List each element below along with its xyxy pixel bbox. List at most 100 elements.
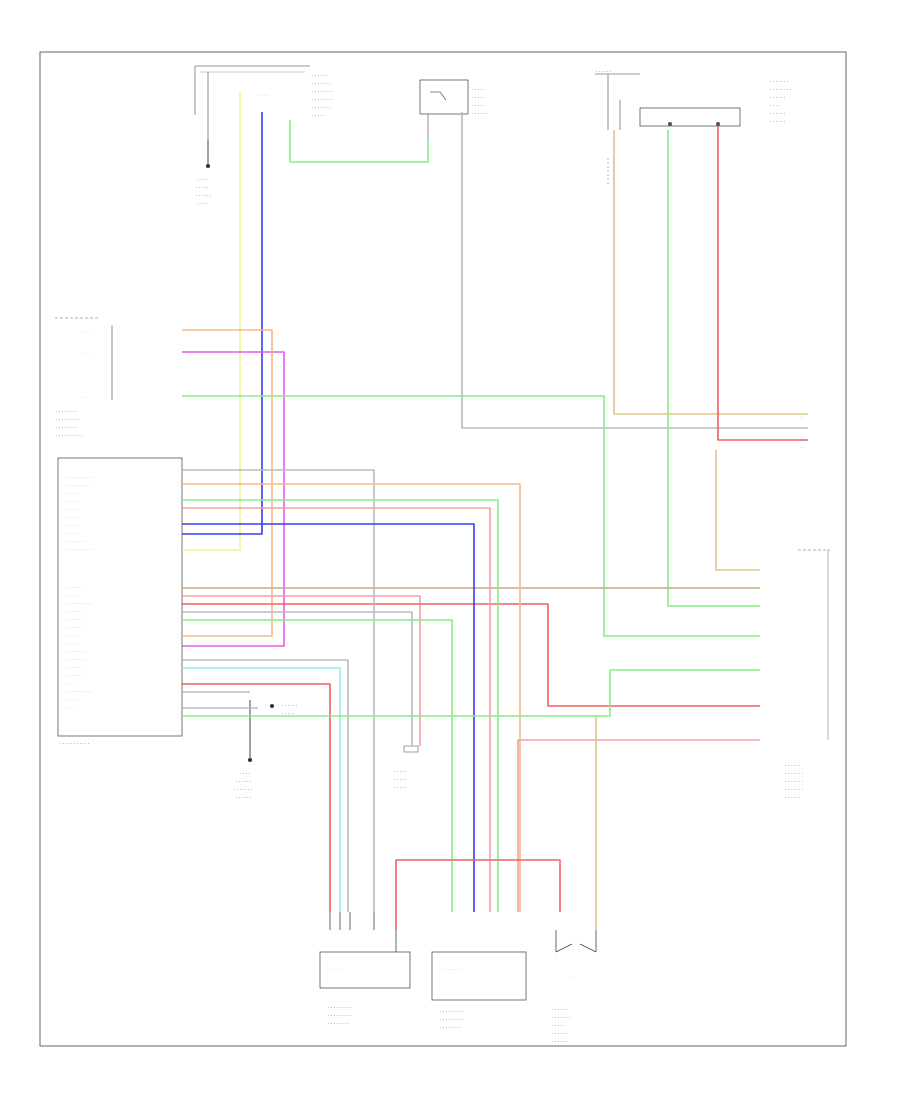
control-panel-box: . . . . . . . . . . . . . . . . . . . . … xyxy=(57,457,183,746)
svg-text:. . . .: . . . . xyxy=(198,200,208,206)
svg-text:. . . . . . . . .: . . . . . . . . . xyxy=(440,1008,464,1014)
svg-text:. . . . . . . .: . . . . . . . . xyxy=(66,624,83,629)
svg-text:. . .: . . . xyxy=(568,974,574,979)
svg-text:. . . . . .: . . . . . . xyxy=(552,1030,567,1036)
wire-light-green-24 xyxy=(182,669,760,717)
svg-text:. . . . . .: . . . . . . xyxy=(785,762,800,768)
panel-ground-icon: . . . . . . . . . . . . . . . . . . . . … xyxy=(234,700,297,800)
wire-layer xyxy=(182,92,808,930)
wire-light-green-17 xyxy=(182,499,499,912)
wire-violet-3 xyxy=(182,351,285,647)
svg-text:. . . . . .: . . . . . . xyxy=(66,490,78,495)
svg-text:. . . . . .: . . . . . . xyxy=(282,702,297,708)
svg-text:. . . . . . . . .: . . . . . . . . . xyxy=(440,1016,464,1022)
svg-text:. . . . . .: . . . . . . xyxy=(596,68,611,74)
svg-text:. . . . . .: . . . . . . xyxy=(66,506,78,511)
diagram-frame xyxy=(39,51,847,1047)
wire-gray-21 xyxy=(182,659,349,912)
svg-text:. . .: . . . xyxy=(84,350,90,355)
svg-text:. . . . .: . . . . . xyxy=(552,1022,565,1028)
svg-text:. . . . . .: . . . . . . xyxy=(236,794,251,800)
svg-text:. . . . . . . . .: . . . . . . . . . xyxy=(66,656,85,661)
svg-text:. . . . . .: . . . . . . xyxy=(770,110,785,116)
svg-text:. . . . . .: . . . . . . xyxy=(770,94,785,100)
svg-text:. . . . . . . . .: . . . . . . . . . xyxy=(56,416,80,422)
svg-text:. .: . . xyxy=(800,434,803,439)
svg-text:. . . . . . . . . . .: . . . . . . . . . . . xyxy=(66,482,89,487)
svg-text:. . . . . .: . . . . . . xyxy=(472,110,487,116)
mode-actuator-connector: . . . . . . . . . . . . . . . . . . . . … xyxy=(319,951,411,1026)
wire-blue-2 xyxy=(182,112,263,535)
svg-text:. . . .: . . . . xyxy=(240,770,250,776)
wire-orange-4 xyxy=(182,329,273,637)
svg-text:. . . . . . .: . . . . . . . xyxy=(770,78,788,84)
left-module-connector: . . . . . . . . . . . . . . . . . . . . … xyxy=(55,317,113,438)
svg-text:. .: . . xyxy=(84,394,87,399)
sensor-connector: . . . . . . . . . . . . . . . xyxy=(394,745,419,790)
wire-light-green-5 xyxy=(289,120,429,163)
svg-text:. . . . . . .: . . . . . . . xyxy=(66,608,80,613)
svg-text:. . . . . . . . . .: . . . . . . . . . . xyxy=(56,432,82,438)
svg-text:. . . . . . . . . . . .: . . . . . . . . . . . . xyxy=(66,600,92,605)
svg-text:. . . . . .: . . . . . . xyxy=(196,192,211,198)
svg-text:. . . . . .: . . . . . . xyxy=(66,514,78,519)
svg-text:. . . . .: . . . . . xyxy=(196,184,209,190)
svg-text:. . . . . .: . . . . . . xyxy=(312,72,327,78)
wire-red-14 xyxy=(182,603,760,707)
wire-pink-18 xyxy=(182,507,491,912)
relay-icon: . . . . . . . . . . . . . . . . . . . . … xyxy=(419,79,487,140)
svg-text:. .: . . xyxy=(800,424,803,429)
connector-icon xyxy=(329,912,397,952)
wire-pink-26 xyxy=(517,739,760,912)
svg-text:. . . . . . . .: . . . . . . . . xyxy=(66,672,83,677)
wire-light-green-6 xyxy=(182,395,760,637)
svg-text:. . . . . . . .: . . . . . . . . xyxy=(770,86,791,92)
svg-text:. . . . . .: . . . . . . xyxy=(66,640,78,645)
svg-text:. . . . . .: . . . . . . xyxy=(66,522,78,527)
wire-orange-16 xyxy=(182,483,521,912)
svg-text:. . . . . .: . . . . . . xyxy=(770,118,785,124)
wire-tan-8 xyxy=(613,130,808,415)
svg-text:. . . . . . . .: . . . . . . . . xyxy=(328,1020,349,1026)
svg-text:. . .: . . . xyxy=(84,328,90,333)
wire-gray-15 xyxy=(182,469,375,912)
svg-text:. . . . .: . . . . . xyxy=(394,776,407,782)
svg-text:. . . . . . . .: . . . . . . . . xyxy=(312,96,333,102)
svg-text:. . . . .: . . . . . xyxy=(472,94,485,100)
wire-red-23 xyxy=(182,683,331,912)
svg-text:. . . . . .: . . . . . . xyxy=(552,1038,567,1044)
svg-text:. .: . . xyxy=(800,444,803,449)
wire-gray-7 xyxy=(461,112,808,429)
svg-text:. . . . . . .: . . . . . . . xyxy=(234,786,252,792)
wire-light-green-11 xyxy=(667,130,760,607)
svg-text:. . . . . .: . . . . . . xyxy=(236,778,251,784)
wire-red-9 xyxy=(717,126,808,441)
svg-text:. . . . . . . .: . . . . . . . . xyxy=(56,424,77,430)
wire-tan-10 xyxy=(715,450,760,571)
svg-text:. . . . . . . . .: . . . . . . . . . xyxy=(328,1004,352,1010)
svg-text:. . . .: . . . . xyxy=(770,102,780,108)
svg-text:. . . . . .: . . . . . . xyxy=(785,794,800,800)
svg-text:. . . . . . . .: . . . . . . . . xyxy=(312,88,333,94)
svg-text:. . . . . . .: . . . . . . . xyxy=(785,778,803,784)
svg-text:. . . . . . .: . . . . . . . xyxy=(312,80,330,86)
wire-pink-13 xyxy=(182,595,421,746)
wire-gray-30 xyxy=(182,611,413,746)
svg-text:. . . . .: . . . . . xyxy=(330,966,340,971)
wire-cyan-22 xyxy=(182,667,341,912)
svg-text:. . . .: . . . . xyxy=(66,704,74,709)
svg-text:. . . . . . . . .: . . . . . . . . . xyxy=(444,966,463,971)
svg-text:. . . . .: . . . . . xyxy=(472,86,485,92)
top-left-connector: . . . . . . . . . . . . . . . . . . . . … xyxy=(194,65,333,140)
top-right-connector: . . . . . . . . . . . . . . . . . . . . … xyxy=(595,68,791,186)
svg-text:. . . . .: . . . . . xyxy=(472,102,485,108)
svg-text:. . . .: . . . . xyxy=(198,176,208,182)
svg-text:. . . . .: . . . . . xyxy=(312,112,325,118)
svg-text:. . . . . . . .: . . . . . . . . xyxy=(66,584,83,589)
svg-text:. . . . .: . . . . . xyxy=(394,768,407,774)
svg-text:. . . . . .: . . . . . . xyxy=(66,530,78,535)
svg-text:. . . . . .: . . . . . . xyxy=(66,592,78,597)
svg-text:. . . . . . .: . . . . . . . xyxy=(312,104,330,110)
wire-yellow-1 xyxy=(182,92,241,551)
temp-actuator-connector: . . . . . . . . . . . . . . . . . . . . … xyxy=(431,951,527,1030)
